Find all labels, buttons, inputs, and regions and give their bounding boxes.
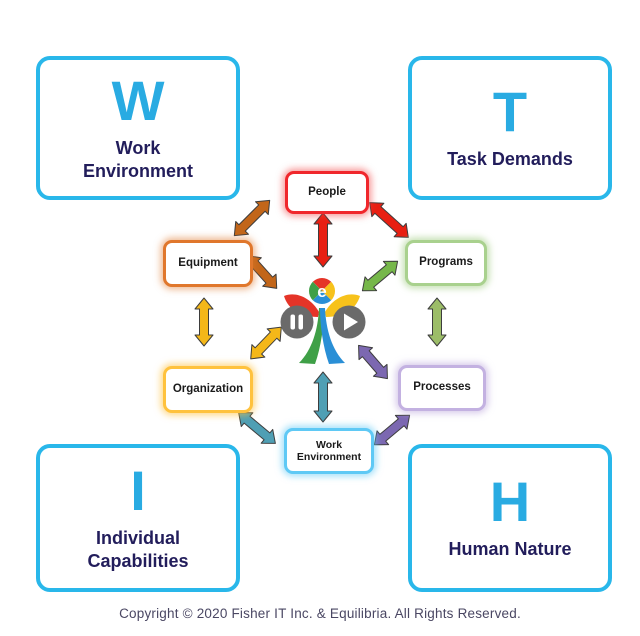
- arrow-work_environment-organization: [238, 412, 276, 444]
- node-work-environment-label: Work Environment: [296, 438, 362, 463]
- card-label-task-demands: Task Demands: [447, 149, 573, 170]
- node-equipment-label: Equipment: [178, 256, 238, 269]
- card-work-environment: W Work Environment: [36, 56, 240, 200]
- card-label-human-nature: Human Nature: [448, 539, 572, 560]
- logo-e-badge: e: [308, 277, 336, 305]
- arrow-equipment-people: [233, 199, 271, 237]
- arrow-hub-organization: [250, 326, 282, 360]
- node-organization-label: Organization: [172, 382, 244, 395]
- arrow-hub-processes: [358, 344, 388, 380]
- arrow-programs-processes: [427, 297, 447, 347]
- node-programs-label: Programs: [419, 256, 473, 269]
- card-letter-h: H: [489, 470, 531, 534]
- copyright-text: Copyright © 2020 Fisher IT Inc. & Equili…: [119, 606, 521, 621]
- logo-left-trunk: [299, 308, 324, 364]
- logo-right-petal: [325, 294, 360, 317]
- arrow-organization-equipment: [194, 297, 214, 347]
- node-processes: Processes: [398, 365, 486, 411]
- play-button[interactable]: [332, 305, 366, 339]
- arrow-processes-work_environment: [373, 414, 411, 446]
- card-label-individual-capabilities: Individual Capabilities: [87, 527, 189, 571]
- card-task-demands: T Task Demands: [408, 56, 612, 200]
- logo-e-letter: e: [317, 282, 326, 301]
- arrow-hub-programs: [361, 260, 399, 292]
- logo-left-petal: [284, 294, 319, 317]
- pause-button[interactable]: [280, 305, 314, 339]
- node-equipment: Equipment: [163, 240, 253, 287]
- card-label-work-environment: Work Environment: [82, 137, 193, 181]
- card-letter-i: I: [130, 458, 146, 522]
- arrow-hub-people: [313, 212, 333, 268]
- pause-icon: [290, 314, 303, 330]
- play-icon: [344, 313, 358, 331]
- card-letter-w: W: [111, 68, 165, 132]
- node-work-environment: Work Environment: [284, 428, 374, 474]
- node-people-label: People: [308, 185, 346, 198]
- card-individual-capabilities: I Individual Capabilities: [36, 444, 240, 592]
- node-organization: Organization: [163, 366, 253, 413]
- card-human-nature: H Human Nature: [408, 444, 612, 592]
- arrow-people-programs: [369, 202, 409, 238]
- node-people: People: [285, 171, 369, 214]
- logo-right-trunk: [320, 308, 345, 364]
- equilibria-logo: e: [280, 277, 366, 364]
- node-processes-label: Processes: [413, 381, 471, 394]
- node-programs: Programs: [405, 240, 487, 286]
- arrow-hub-work_environment: [313, 371, 333, 423]
- card-letter-t: T: [492, 80, 528, 144]
